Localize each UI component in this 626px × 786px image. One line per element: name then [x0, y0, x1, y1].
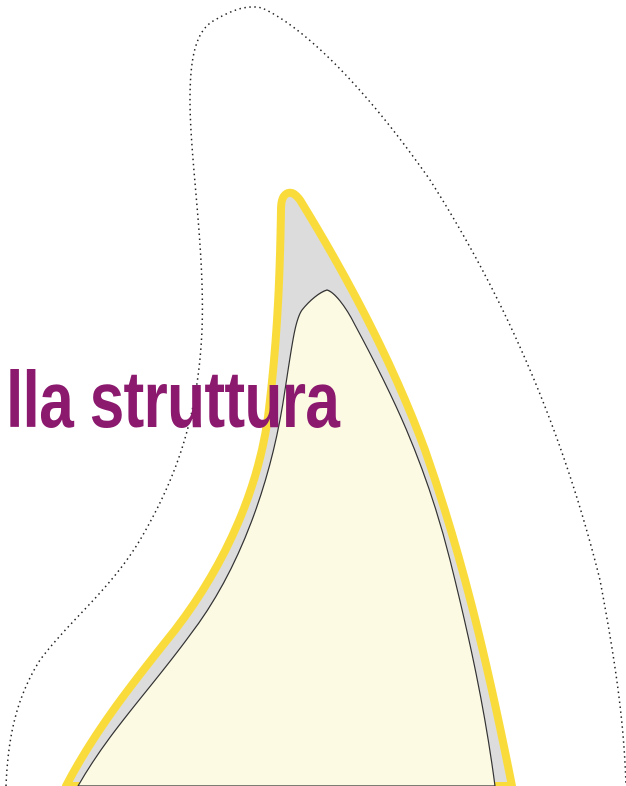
section-title: lla struttura	[6, 352, 339, 448]
